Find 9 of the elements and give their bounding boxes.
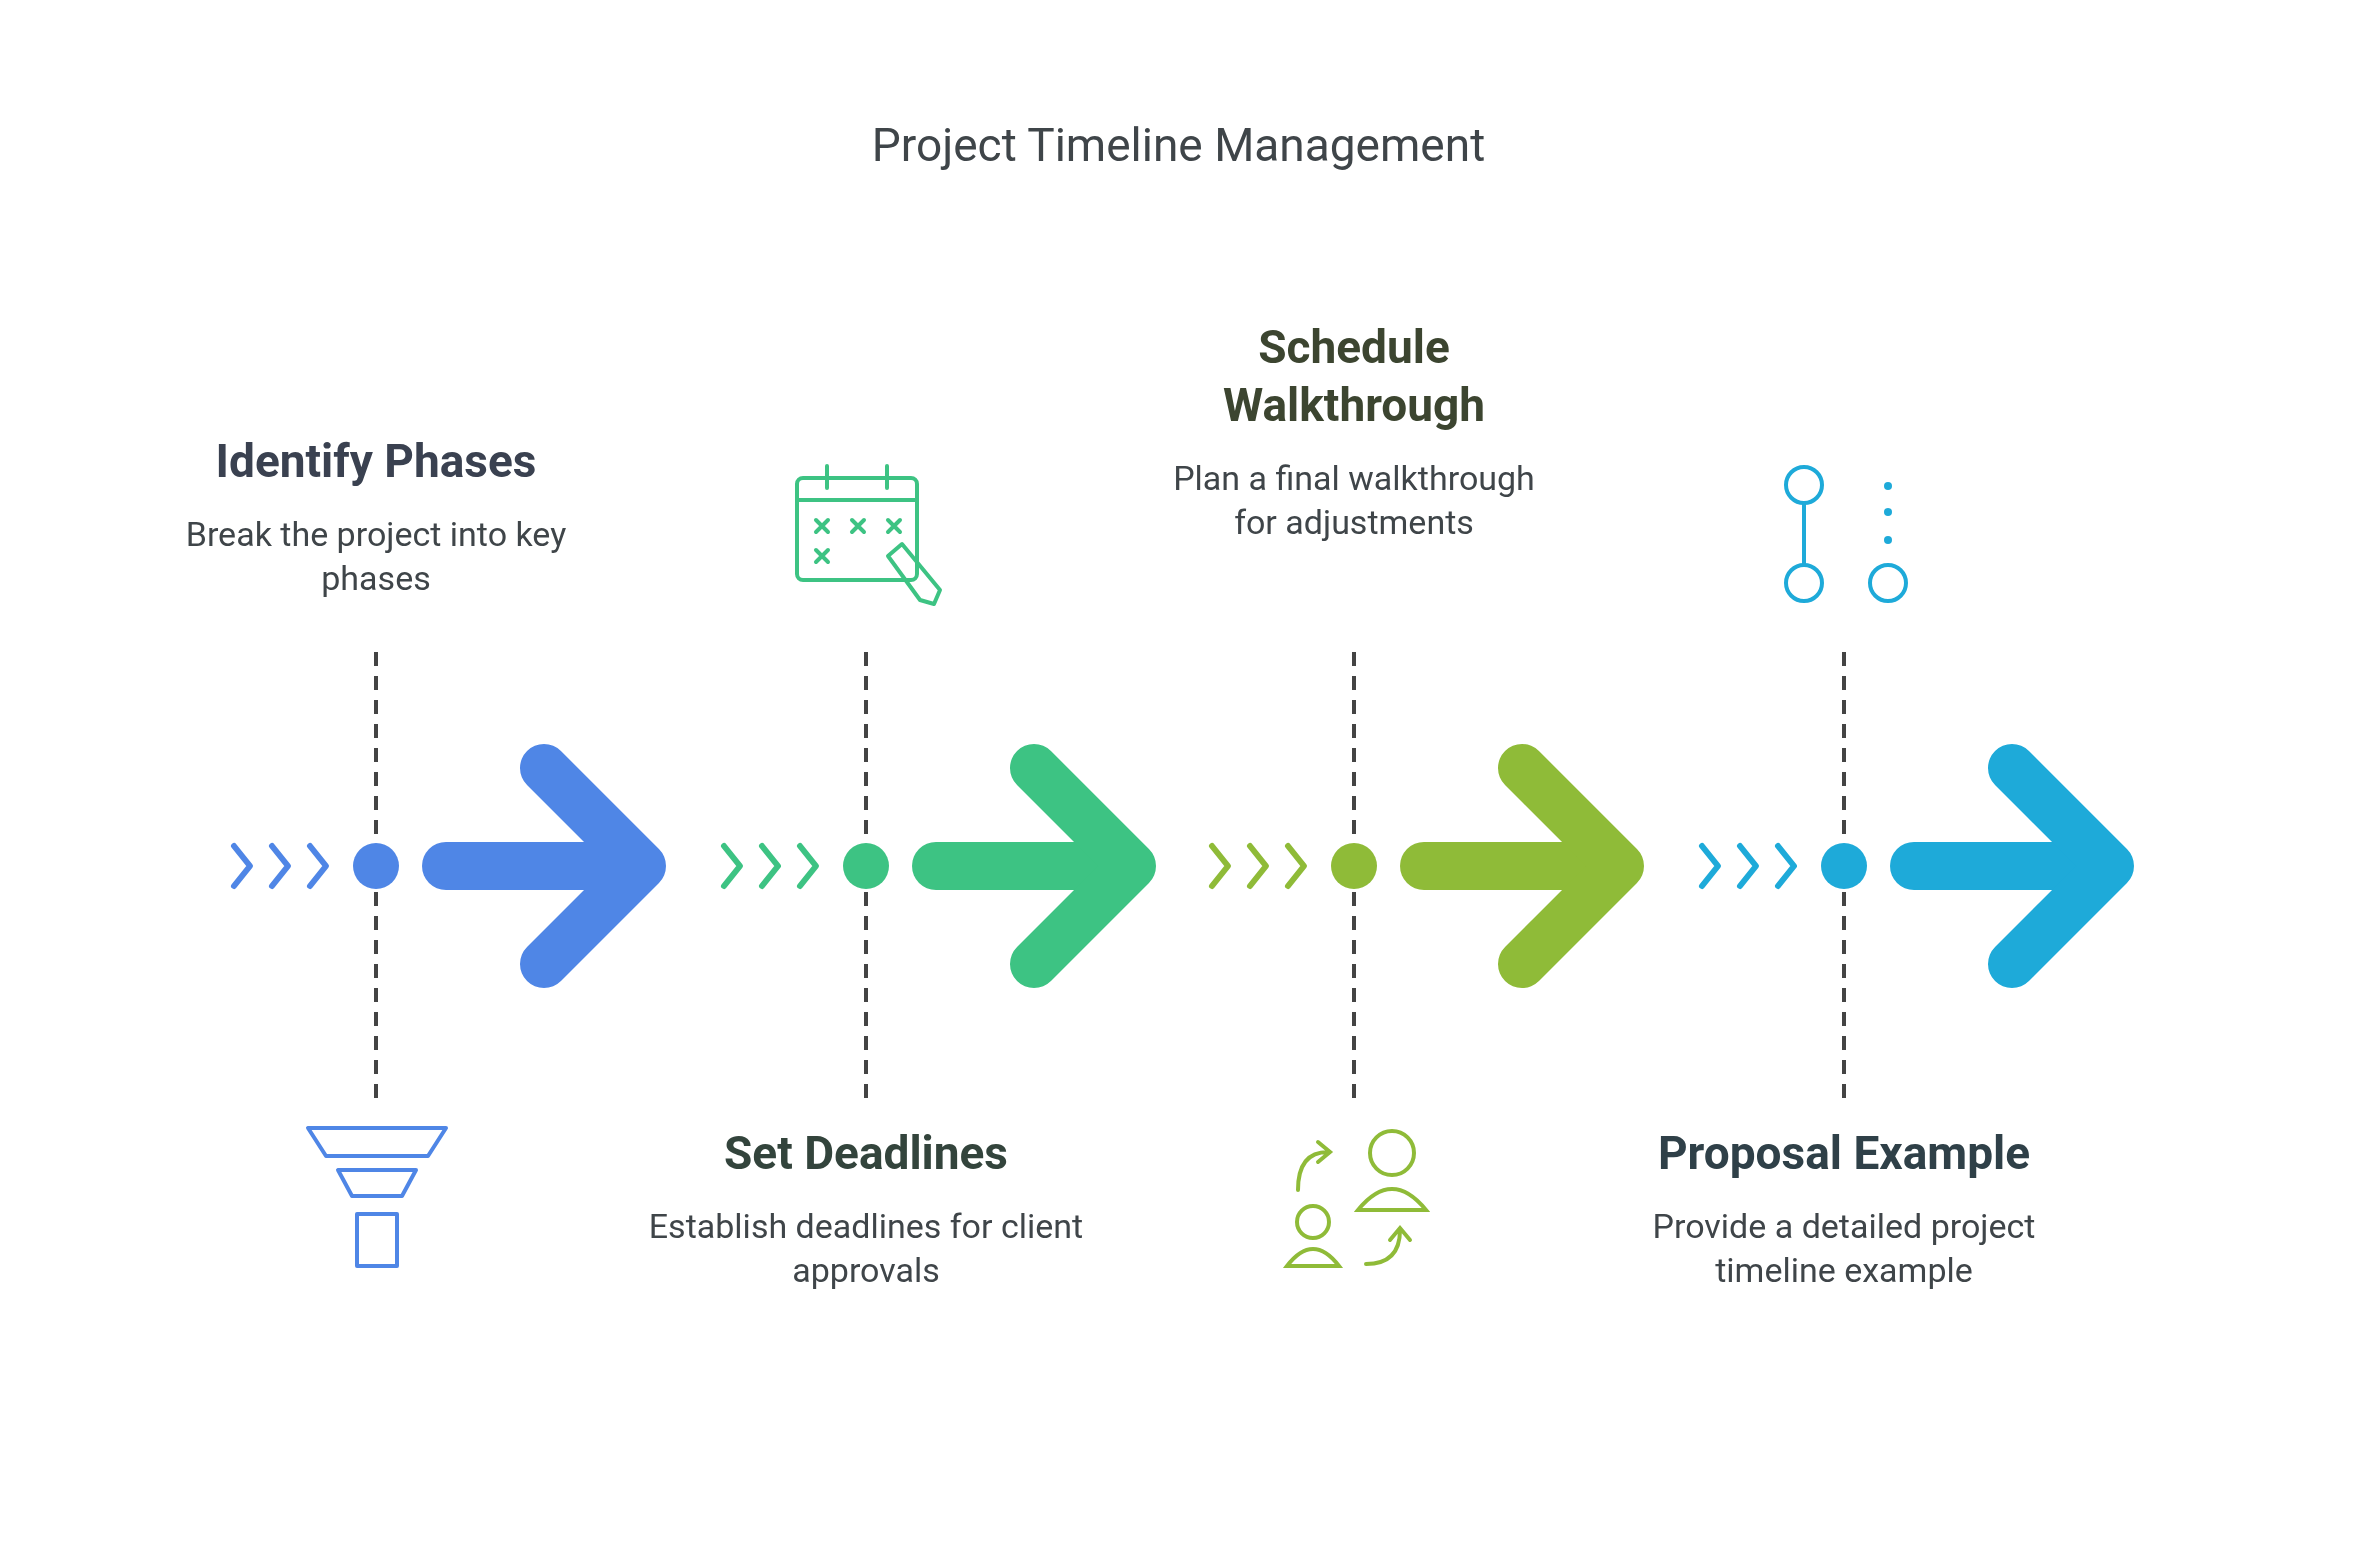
- step-heading: Proposal Example: [1657, 1125, 2031, 1182]
- step-description: Break the project into key phases: [184, 513, 568, 600]
- step-description: Provide a detailed project timeline example: [1651, 1205, 2037, 1292]
- step-description: Establish deadlines for client approvals: [647, 1205, 1085, 1292]
- step-description: Plan a final walkthrough for adjustments: [1172, 457, 1536, 544]
- diagram-title: Project Timeline Management: [871, 118, 1486, 172]
- step-heading: Schedule Walkthrough: [1221, 319, 1487, 434]
- step-heading: Set Deadlines: [724, 1125, 1008, 1182]
- step-heading: Identify Phases: [215, 433, 537, 490]
